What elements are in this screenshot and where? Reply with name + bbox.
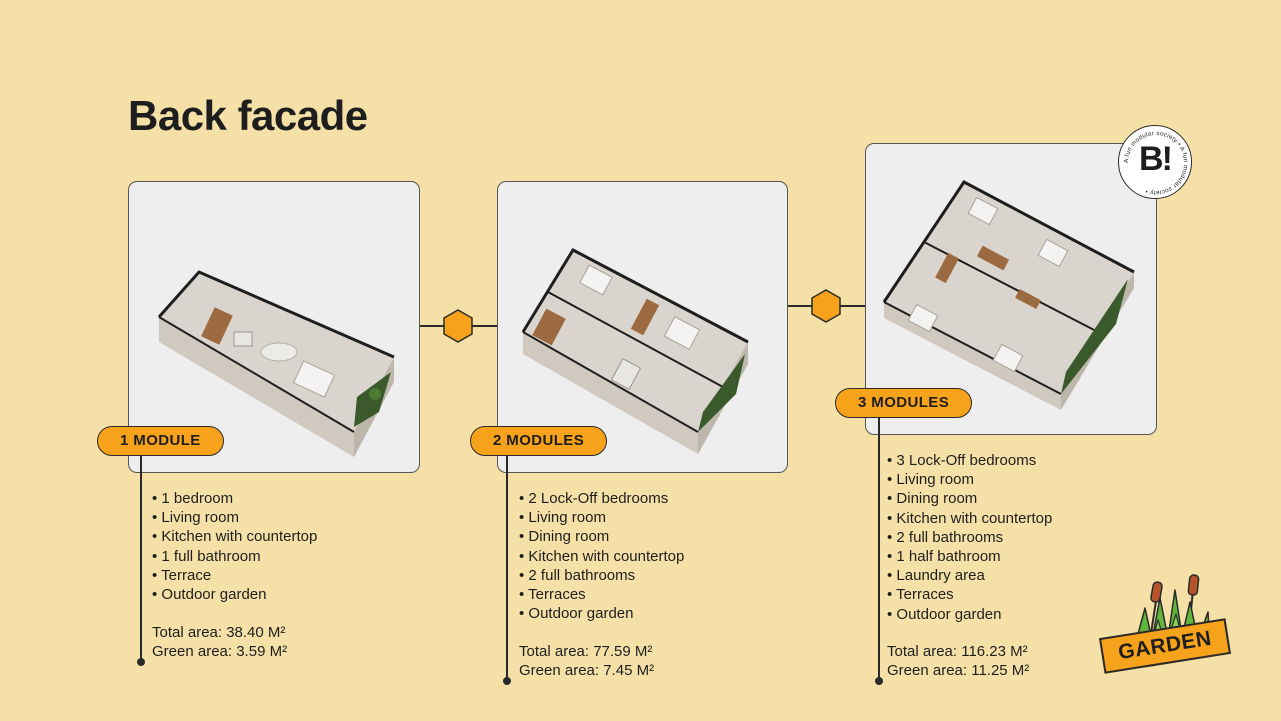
feature-item: Living room [887, 470, 1052, 489]
feature-item: 2 Lock-Off bedrooms [519, 489, 684, 508]
feature-item: Dining room [519, 527, 684, 546]
feature-item: Dining room [887, 489, 1052, 508]
timeline-dot-3 [875, 677, 883, 685]
feature-item: 2 full bathrooms [519, 566, 684, 585]
feature-item: Terrace [152, 566, 317, 585]
hexagon-node-icon [811, 289, 841, 323]
total-area-1: Total area: 38.40 M² [152, 624, 286, 641]
feature-item: 3 Lock-Off bedrooms [887, 451, 1052, 470]
feature-list-2: 2 Lock-Off bedrooms Living room Dining r… [519, 489, 684, 623]
feature-item: Outdoor garden [887, 605, 1052, 624]
floorplan-card-3-modules [865, 143, 1157, 435]
feature-item: Outdoor garden [519, 604, 684, 623]
green-area-3: Green area: 11.25 M² [887, 662, 1030, 679]
brand-badge-icon: A fun modular society • A fun modular so… [1118, 125, 1192, 199]
timeline-dot-1 [137, 658, 145, 666]
module-label-2: 2 MODULES [470, 426, 608, 456]
feature-item: Living room [152, 508, 317, 527]
feature-item: 1 full bathroom [152, 547, 317, 566]
hexagon-node-icon [443, 309, 473, 343]
timeline-line-2 [506, 456, 508, 682]
feature-item: Outdoor garden [152, 585, 317, 604]
total-area-3: Total area: 116.23 M² [887, 643, 1028, 660]
floorplan-2-modules-image [521, 248, 749, 454]
feature-item: Terraces [519, 585, 684, 604]
floorplan-card-2-modules [497, 181, 788, 473]
brand-ring-icon: A fun modular society • A fun modular so… [1123, 130, 1189, 196]
brand-mark: B! [1139, 140, 1173, 178]
feature-item: Laundry area [887, 566, 1052, 585]
feature-list-3: 3 Lock-Off bedrooms Living room Dining r… [887, 451, 1052, 624]
timeline-line-1 [140, 456, 142, 662]
module-label-1: 1 MODULE [97, 426, 224, 456]
green-area-1: Green area: 3.59 M² [152, 643, 288, 660]
timeline-line-3 [878, 418, 880, 682]
feature-item: 1 half bathroom [887, 547, 1052, 566]
feature-item: 2 full bathrooms [887, 528, 1052, 547]
timeline-dot-2 [503, 677, 511, 685]
feature-item: Kitchen with countertop [887, 509, 1052, 528]
feature-item: Living room [519, 508, 684, 527]
feature-item: 1 bedroom [152, 489, 317, 508]
floorplan-3-modules-image [882, 180, 1135, 410]
page-title: Back facade [128, 92, 368, 139]
feature-list-1: 1 bedroom Living room Kitchen with count… [152, 489, 317, 604]
module-label-3: 3 MODULES [835, 388, 973, 418]
feature-item: Terraces [887, 585, 1052, 604]
floorplan-card-1-module [128, 181, 420, 473]
feature-item: Kitchen with countertop [519, 547, 684, 566]
total-area-2: Total area: 77.59 M² [519, 643, 653, 660]
feature-item: Kitchen with countertop [152, 527, 317, 546]
green-area-2: Green area: 7.45 M² [519, 662, 655, 679]
floorplan-1-module-image [157, 270, 395, 457]
